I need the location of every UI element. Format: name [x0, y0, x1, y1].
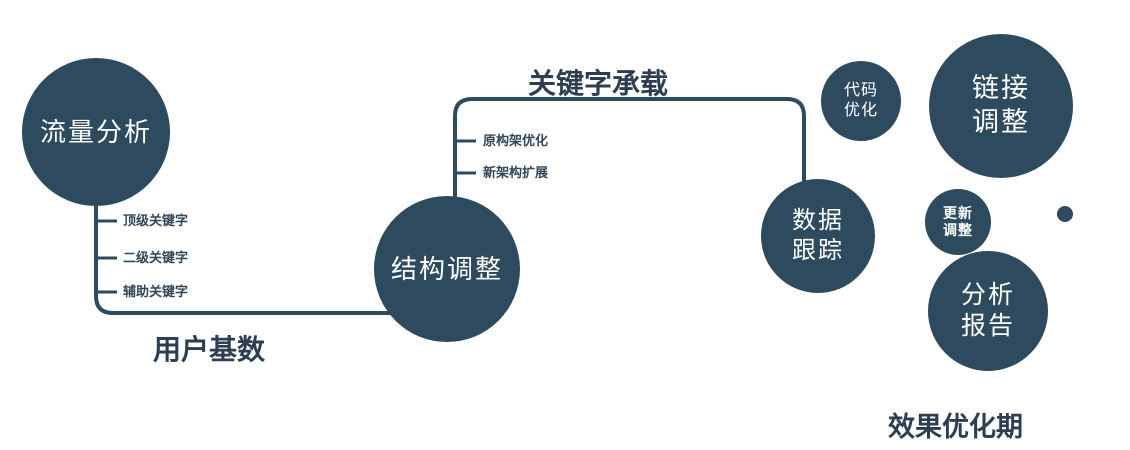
- node-link-adjust-line1: 链接: [972, 73, 1030, 104]
- edge-label-user-base: 用户基数: [153, 334, 266, 365]
- node-traffic-analysis: 流量分析: [22, 58, 170, 206]
- edge-label-keyword-carry: 关键字承载: [528, 68, 669, 99]
- node-update-adjust: 更新 调整: [925, 189, 991, 255]
- branch-label-aux-keywords: 辅助关键字: [123, 284, 189, 299]
- node-traffic-analysis-label: 流量分析: [39, 116, 152, 147]
- edge-label-effect-period: 效果优化期: [888, 412, 1023, 442]
- branch-label-top-keywords: 顶级关键字: [123, 213, 189, 228]
- bullet-dot: [1057, 206, 1073, 222]
- edge-structure-to-tracking: [453, 97, 806, 200]
- branch-label-new-arch: 新架构扩展: [483, 165, 549, 180]
- branch-label-original-arch: 原构架优化: [483, 133, 549, 148]
- node-analysis-report-line2: 报告: [960, 312, 1015, 340]
- node-analysis-report: 分析 报告: [928, 251, 1048, 371]
- branch-label-second-keywords: 二级关键字: [123, 250, 189, 265]
- node-link-adjust: 链接 调整: [929, 34, 1073, 178]
- node-update-adjust-line2: 调整: [943, 222, 973, 238]
- node-data-tracking-line1: 数据: [792, 207, 844, 234]
- node-structure-adjust-label: 结构调整: [390, 253, 503, 284]
- node-code-optimization-line1: 代码: [843, 82, 878, 99]
- node-update-adjust-line1: 更新: [943, 204, 973, 221]
- node-link-adjust-line2: 调整: [972, 107, 1030, 137]
- node-structure-adjust: 结构调整: [374, 196, 520, 342]
- node-analysis-report-line1: 分析: [960, 280, 1015, 309]
- node-code-optimization-line2: 优化: [843, 102, 878, 119]
- node-data-tracking-line2: 跟踪: [792, 237, 844, 264]
- node-code-optimization: 代码 优化: [821, 61, 901, 141]
- node-data-tracking: 数据 跟踪: [761, 179, 875, 293]
